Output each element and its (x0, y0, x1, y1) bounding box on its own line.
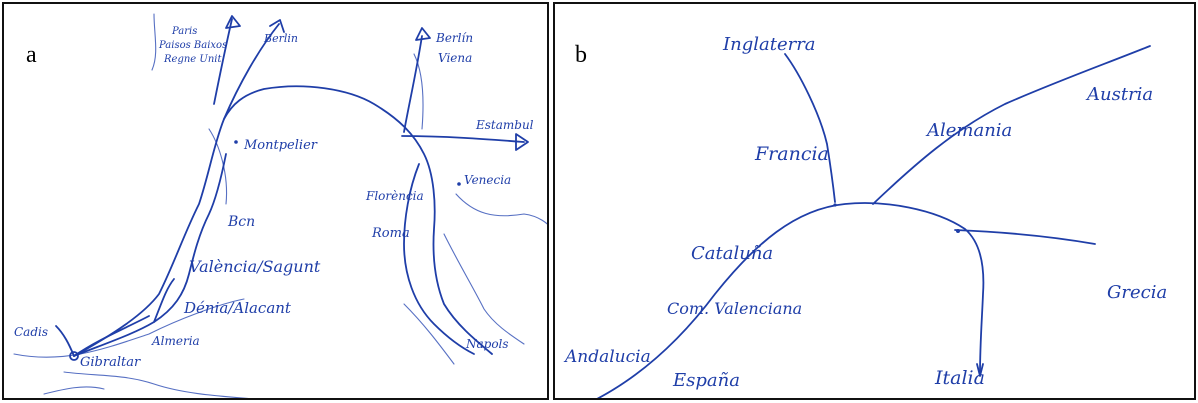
panel-a-sketch: Paris Paisos Baixos Regne Unit Berlin Be… (4, 4, 549, 400)
panel-a: Paris Paisos Baixos Regne Unit Berlin Be… (2, 2, 549, 400)
route-iberian-coast (74, 154, 226, 356)
branch-inglaterra (785, 54, 835, 202)
panel-b-sketch: Inglaterra Francia Alemania Austria Cata… (555, 4, 1196, 400)
label-gibraltar: Gibraltar (80, 355, 141, 370)
coastline-stroke (456, 194, 549, 229)
label-berlin: Berlin (263, 32, 298, 45)
city-dot-montpeller (234, 140, 238, 144)
label-espana: España (672, 370, 740, 391)
label-barcelona: Bcn (227, 214, 255, 230)
arrowhead-paris (226, 16, 240, 28)
label-italia: Italia (934, 367, 985, 389)
label-roma: Roma (371, 226, 410, 241)
label-paisos-baixos: Paisos Baixos (158, 40, 227, 51)
label-cadis: Cadis (14, 325, 48, 339)
label-venecia: Venecia (464, 173, 511, 187)
arrowhead-berlin-viena (416, 28, 430, 40)
coastline-stroke (152, 14, 156, 70)
label-inglaterra: Inglaterra (722, 34, 816, 55)
label-austria: Austria (1085, 84, 1153, 105)
label-valencia-sagunt: València/Sagunt (189, 257, 321, 276)
node-dot (956, 229, 960, 233)
coastline-stroke (64, 372, 254, 399)
label-com-valenciana: Com. Valenciana (667, 299, 802, 318)
label-almeria: Almeria (151, 334, 200, 348)
node-dot (833, 203, 836, 206)
label-montpeller: Montpelier (243, 138, 318, 153)
label-berlin-viena-2: Viena (438, 51, 472, 65)
label-napols: Napols (465, 337, 509, 351)
label-grecia: Grecia (1107, 282, 1167, 303)
route-to-berlin-viena (404, 36, 422, 132)
label-andalucia: Andalucia (563, 347, 651, 367)
label-paris: Paris (171, 26, 197, 37)
coastline-stroke (44, 387, 104, 394)
panel-a-letter: a (26, 42, 37, 69)
coastline-stroke (414, 54, 423, 129)
label-alemania: Alemania (925, 120, 1012, 141)
label-florencia: Florència (365, 189, 424, 203)
city-dot-venecia (457, 182, 461, 186)
coastline-stroke (444, 234, 524, 344)
label-berlin-viena-1: Berlín (435, 31, 473, 45)
coastline-stroke (404, 304, 454, 364)
label-regne-unit: Regne Unit (163, 54, 222, 65)
panel-b-letter: b (575, 42, 587, 69)
label-estambul: Estambul (475, 118, 534, 132)
panel-b: Inglaterra Francia Alemania Austria Cata… (553, 2, 1196, 400)
route-to-estambul (402, 136, 524, 142)
label-cataluna: Cataluña (691, 243, 773, 264)
label-denia-alacant: Dénia/Alacant (183, 299, 292, 317)
route-cadis (56, 326, 74, 356)
label-francia: Francia (754, 143, 829, 165)
